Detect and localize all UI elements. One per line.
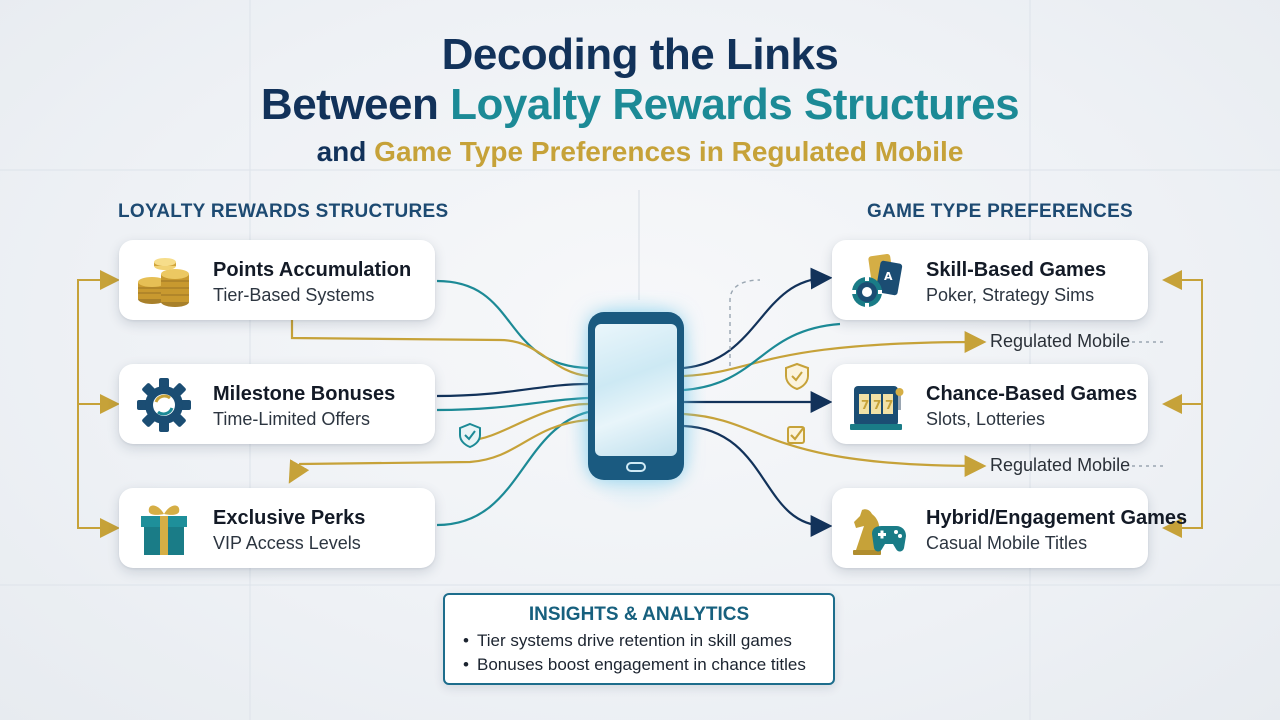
insights-box: INSIGHTS & ANALYTICS • Tier systems drive… [443,593,835,685]
bullet-glyph: • [463,655,469,674]
svg-text:7: 7 [873,398,881,412]
insights-bullet-text: Tier systems drive retention in skill ga… [477,631,792,650]
title-line-2: Between Loyalty Rewards Structures [0,80,1280,130]
gear-icon [137,378,191,432]
shield-check-icon [785,362,809,391]
title-line-3-prefix: and [316,136,375,167]
card-exclusive-perks[interactable]: Exclusive Perks VIP Access Levels [119,488,435,568]
poker-cards-icon: A [852,254,903,307]
svg-text:A: A [884,270,893,283]
phone-to-right-lines [683,267,987,537]
diagram-title: Decoding the Links Between Loyalty Rewar… [0,30,1280,172]
chess-knight-gamepad-icon [853,509,906,555]
label-dotted-lines [1132,341,1166,467]
card-subtitle: Tier-Based Systems [213,285,375,305]
smartphone-icon [588,312,684,480]
title-line-2-prefix: Between [260,80,451,129]
title-line-3-highlight: Game Type Preferences in Regulated Mobil… [374,136,964,167]
card-milestone-bonuses[interactable]: Milestone Bonuses Time-Limited Offers [119,364,435,444]
svg-text:7: 7 [861,398,869,412]
card-title: Skill-Based Games [926,259,1107,281]
card-title: Hybrid/Engagement Games [926,507,1188,529]
card-subtitle: Casual Mobile Titles [926,533,1088,553]
card-hybrid-engagement-games[interactable]: Hybrid/Engagement Games Casual Mobile Ti… [832,488,1187,568]
card-subtitle: Poker, Strategy Sims [926,285,1095,305]
title-line-2-highlight: Loyalty Rewards Structures [450,80,1020,129]
shield-check-icon [459,422,481,449]
insights-bullet-text: Bonuses boost engagement in chance title… [477,655,806,674]
slot-machine-icon: 7 7 7 [850,386,904,430]
title-line-3: and Game Type Preferences in Regulated M… [0,132,1280,172]
card-title: Points Accumulation [213,259,412,281]
card-title: Exclusive Perks [213,507,366,529]
card-title: Milestone Bonuses [213,383,396,405]
regulated-mobile-label: Regulated Mobile [990,331,1131,351]
right-section-label: GAME TYPE PREFERENCES [867,201,1134,222]
gift-icon [141,505,187,555]
card-chance-based-games[interactable]: 7 7 7 Chance-Based Games Slots, Lotterie… [832,364,1148,444]
bullet-glyph: • [463,631,469,650]
phone-screen [595,324,677,456]
left-bracket [77,270,120,538]
card-subtitle: VIP Access Levels [213,533,361,553]
card-subtitle: Slots, Lotteries [926,409,1046,429]
regulated-mobile-label: Regulated Mobile [990,455,1131,475]
right-bracket [1162,270,1203,538]
phone-home-button [626,462,646,472]
card-subtitle: Time-Limited Offers [213,409,371,429]
svg-text:7: 7 [885,398,893,412]
card-skill-based-games[interactable]: A Skill-Based Games Poker, Strategy Sims [832,240,1148,320]
card-points-accumulation[interactable]: Points Accumulation Tier-Based Systems [119,240,435,320]
title-line-1: Decoding the Links [441,30,839,79]
insights-bullet: • Bonuses boost engagement in chance titl… [463,655,806,675]
card-title: Chance-Based Games [926,383,1138,405]
insights-heading: INSIGHTS & ANALYTICS [528,604,750,625]
left-section-label: LOYALTY REWARDS STRUCTURES [118,201,449,222]
checklist-icon [787,426,805,444]
insights-bullet: • Tier systems drive retention in skill g… [463,631,792,651]
coins-icon [138,258,189,307]
